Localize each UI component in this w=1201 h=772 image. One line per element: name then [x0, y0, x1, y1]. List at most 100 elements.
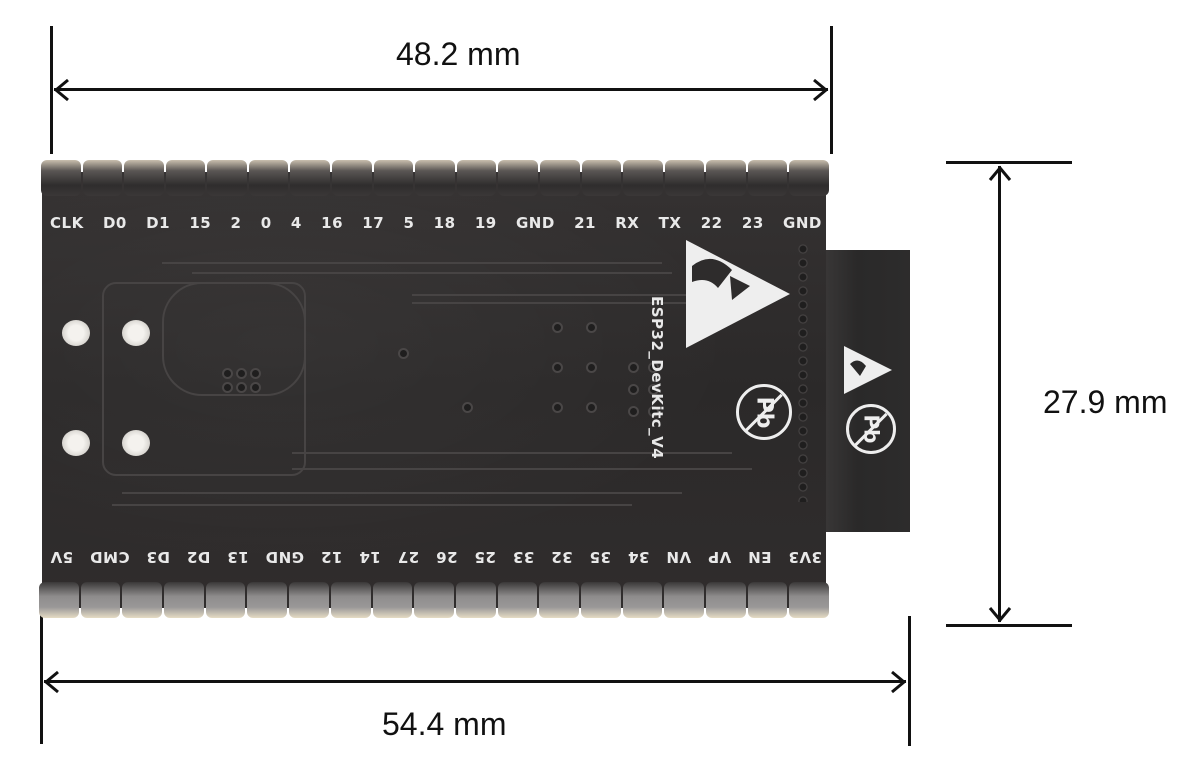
pcb-trace: [122, 492, 682, 494]
top-pin-labels: CLK D0 D1 15 2 0 4 16 17 5 18 19 GND 21 …: [50, 214, 822, 232]
usb-mount-pad: [122, 430, 150, 456]
via: [462, 402, 473, 413]
pin-label: 5: [403, 214, 415, 232]
header-pin: [622, 582, 663, 618]
pin-label: 23: [741, 214, 764, 232]
pin-label: RX: [615, 214, 640, 232]
header-pin: [205, 582, 246, 618]
right-dim-arrow-line: [998, 166, 1001, 622]
via: [586, 322, 597, 333]
top-width-label: 48.2 mm: [396, 36, 521, 72]
header-pin: [706, 160, 746, 196]
esd-warning-icon: [686, 240, 790, 348]
header-pin: [747, 582, 788, 618]
bottom-dim-arrow-line: [44, 680, 906, 683]
pin-label: EN: [747, 548, 772, 566]
header-pin: [164, 582, 204, 618]
esd-warning-icon: [844, 346, 892, 394]
header-pin: [39, 582, 79, 618]
bottom-pin-header: [38, 582, 830, 618]
pin-label: 18: [433, 214, 456, 232]
pcb-trace: [112, 504, 632, 506]
pin-label: 19: [474, 214, 497, 232]
pin-label: GND: [515, 214, 555, 232]
arrow-left-icon: [43, 670, 59, 694]
pin-label: 27: [397, 548, 420, 566]
via: [628, 362, 639, 373]
bottom-pin-labels: 3V3 EN VP VN 34 35 32 33 25 26 27 14 12 …: [50, 548, 822, 566]
pin-label: 17: [362, 214, 385, 232]
arrow-right-icon: [891, 670, 907, 694]
header-pin: [747, 160, 788, 196]
header-pin: [664, 160, 705, 196]
pin-label: GND: [265, 548, 305, 566]
pcb-trace: [412, 302, 732, 304]
header-pin: [247, 582, 288, 618]
arrow-up-icon: [988, 165, 1012, 181]
pin-label: D3: [146, 548, 170, 566]
via: [648, 406, 659, 417]
via: [250, 368, 261, 379]
via: [628, 406, 639, 417]
pcb-trace: [192, 272, 672, 274]
pin-label: 14: [358, 548, 381, 566]
via: [586, 402, 597, 413]
header-pin: [456, 160, 497, 196]
header-pin: [290, 160, 331, 196]
header-pin: [789, 160, 829, 196]
header-pin: [455, 582, 496, 618]
header-pin: [372, 582, 413, 618]
pin-label: 4: [290, 214, 302, 232]
pin-label: D0: [102, 214, 127, 232]
header-pin: [80, 582, 121, 618]
header-pin: [122, 582, 163, 618]
pin-label: 25: [474, 548, 496, 566]
header-pin: [789, 582, 830, 618]
arrow-right-icon: [813, 78, 829, 102]
via: [628, 384, 639, 395]
lead-free-icon: Pb: [736, 384, 792, 440]
pin-label: 5V: [50, 548, 74, 566]
via: [250, 382, 261, 393]
pin-label: D1: [146, 214, 171, 232]
header-pin: [415, 160, 455, 196]
right-dim-bottom-extension: [946, 624, 1072, 627]
pin-label: 26: [435, 548, 458, 566]
header-pin: [497, 582, 538, 618]
pin-label: 16: [321, 214, 344, 232]
pin-label: 35: [589, 548, 612, 566]
pcb-board: Pb: [42, 172, 826, 608]
via: [648, 384, 659, 395]
pin-label: VP: [707, 548, 732, 566]
pin-label: 21: [574, 214, 596, 232]
via: [552, 402, 563, 413]
top-dim-arrow-line: [54, 88, 828, 91]
header-pin: [498, 160, 538, 196]
usb-mount-pad: [62, 430, 90, 456]
pin-label: 33: [512, 548, 535, 566]
right-dim-top-extension: [946, 161, 1072, 164]
pin-label: VN: [665, 548, 692, 566]
pin-label: 12: [320, 548, 343, 566]
bottom-dim-left-extension: [40, 614, 43, 744]
lead-free-icon: Pb: [846, 404, 896, 454]
header-pin: [248, 160, 289, 196]
pin-label: 13: [226, 548, 249, 566]
header-pin: [330, 582, 371, 618]
top-dim-right-extension: [830, 26, 833, 154]
header-pin: [580, 582, 621, 618]
pin-label: D2: [186, 548, 211, 566]
pin-label: CLK: [50, 214, 84, 232]
header-pin: [82, 160, 123, 196]
pcb-trace: [292, 468, 752, 470]
pin-label: 32: [550, 548, 573, 566]
pin-label: 34: [627, 548, 650, 566]
arrow-down-icon: [988, 607, 1012, 623]
pcb-trace: [412, 294, 732, 296]
via: [552, 322, 563, 333]
header-pin: [165, 160, 206, 196]
header-pin: [373, 160, 414, 196]
pcb-trace: [292, 452, 732, 454]
via: [398, 348, 409, 359]
pcb-trace: [162, 262, 662, 264]
